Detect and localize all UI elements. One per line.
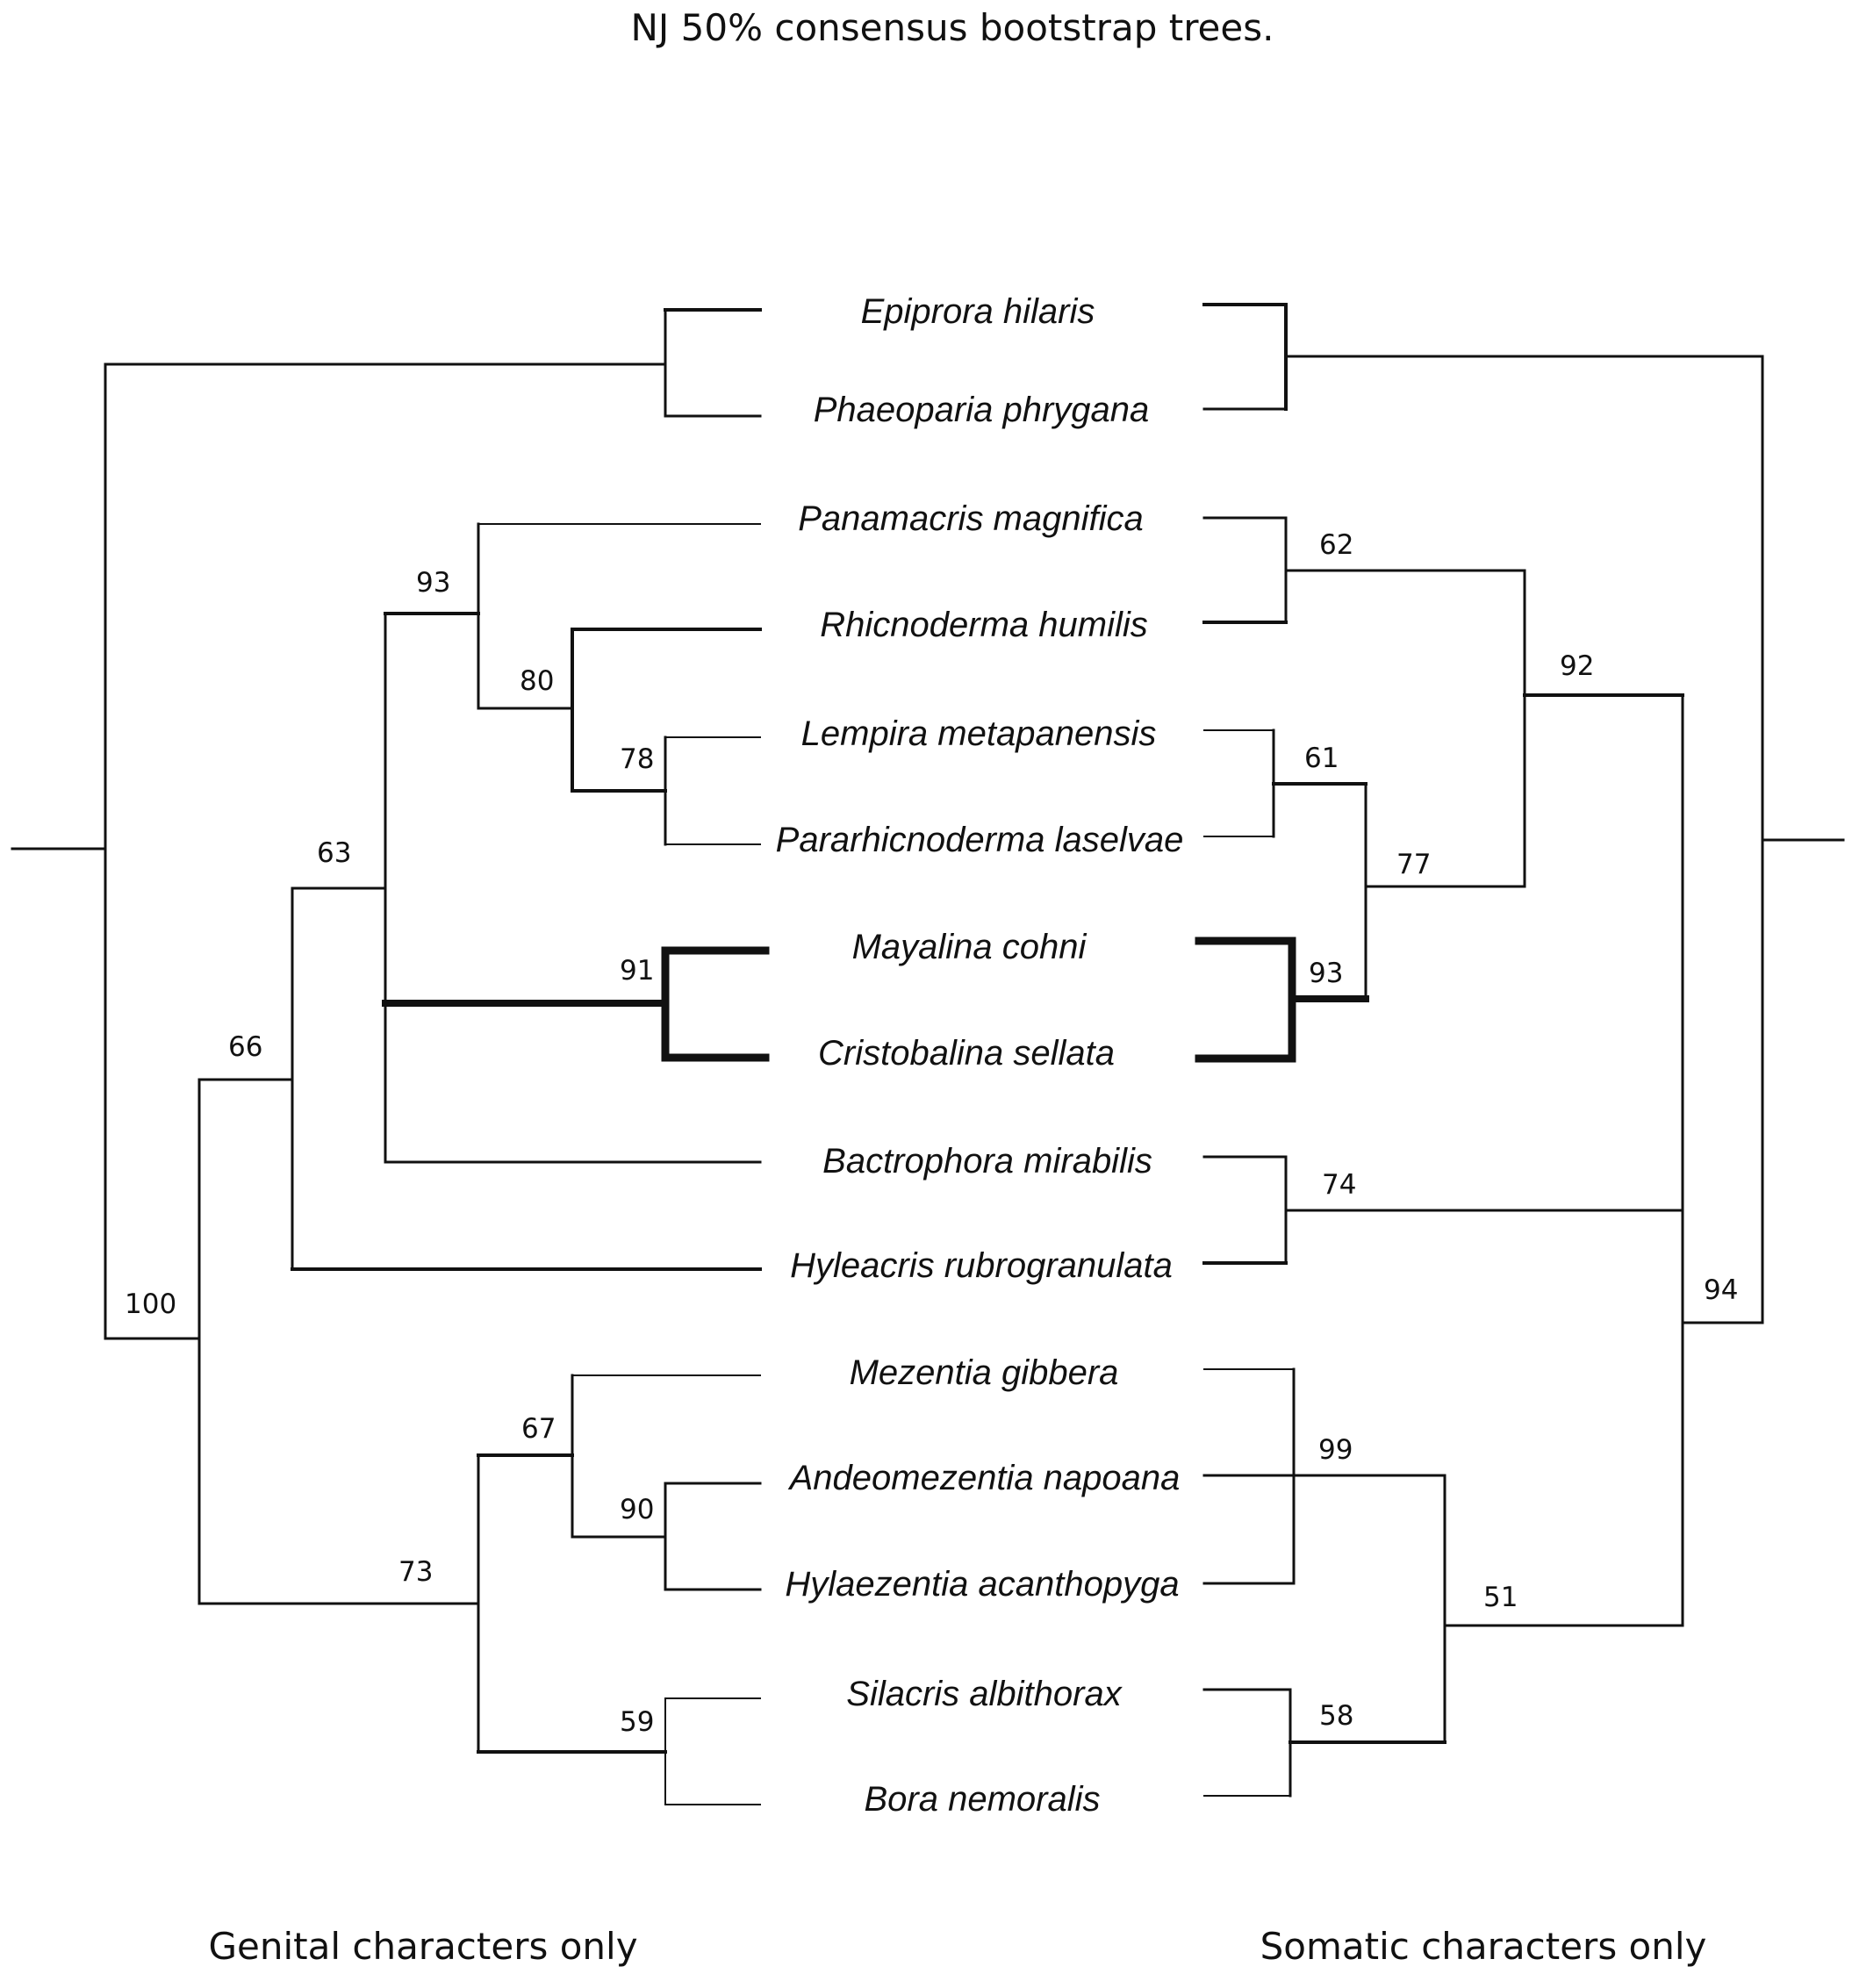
- somatic-tree: 62 92 61 77 93 74 94 99 51 58: [1195, 303, 1845, 1798]
- genital-support-73: 73: [398, 1556, 433, 1588]
- taxon-pararhicnoderma: Pararhicnoderma laselvae: [776, 821, 1184, 859]
- taxon-mezentia: Mezentia gibbera: [850, 1353, 1119, 1392]
- genital-support-100: 100: [125, 1288, 176, 1320]
- taxon-bactrophora: Bactrophora mirabilis: [822, 1142, 1152, 1181]
- somatic-support-93: 93: [1309, 958, 1343, 989]
- somatic-support-99: 99: [1318, 1434, 1353, 1466]
- taxon-labels: Epiprora hilaris Phaeoparia phrygana Pan…: [776, 292, 1184, 1819]
- taxon-cristobalina: Cristobalina sellata: [818, 1034, 1115, 1073]
- figure-title: NJ 50% consensus bootstrap trees.: [631, 6, 1274, 49]
- taxon-silacris: Silacris albithorax: [846, 1675, 1123, 1713]
- somatic-support-77: 77: [1396, 849, 1431, 880]
- taxon-hylaezentia: Hylaezentia acanthopyga: [785, 1565, 1179, 1604]
- taxon-hyleacris: Hyleacris rubrogranulata: [790, 1246, 1173, 1285]
- somatic-support-51: 51: [1483, 1582, 1518, 1613]
- genital-support-90: 90: [620, 1494, 654, 1525]
- taxon-epiprora: Epiprora hilaris: [861, 292, 1095, 331]
- taxon-bora: Bora nemoralis: [864, 1780, 1100, 1819]
- somatic-support-74: 74: [1322, 1169, 1356, 1201]
- genital-support-93: 93: [416, 567, 450, 599]
- taxon-panamacris: Panamacris magnifica: [798, 499, 1144, 538]
- somatic-support-62: 62: [1319, 529, 1353, 561]
- genital-support-80: 80: [520, 665, 554, 697]
- somatic-support-58: 58: [1319, 1700, 1353, 1732]
- genital-support-78: 78: [620, 743, 654, 775]
- taxon-phaeoparia: Phaeoparia phrygana: [814, 391, 1150, 429]
- footer-left-label: Genital characters only: [208, 1925, 637, 1968]
- genital-support-59: 59: [620, 1706, 654, 1738]
- taxon-andeomezentia: Andeomezentia napoana: [788, 1459, 1181, 1497]
- taxon-rhicnoderma: Rhicnoderma humilis: [820, 606, 1147, 644]
- somatic-support-92: 92: [1560, 650, 1594, 682]
- genital-support-67: 67: [521, 1413, 556, 1445]
- genital-tree: 93 80 78 63 91 66 100 67 90 73 59: [11, 308, 770, 1805]
- somatic-support-61: 61: [1304, 743, 1339, 774]
- genital-support-91: 91: [620, 955, 654, 987]
- somatic-support-94: 94: [1704, 1274, 1738, 1306]
- genital-support-66: 66: [228, 1031, 262, 1063]
- taxon-lempira: Lempira metapanensis: [801, 714, 1157, 753]
- genital-support-63: 63: [317, 837, 351, 869]
- footer-right-label: Somatic characters only: [1260, 1925, 1707, 1968]
- taxon-mayalina: Mayalina cohni: [852, 928, 1088, 966]
